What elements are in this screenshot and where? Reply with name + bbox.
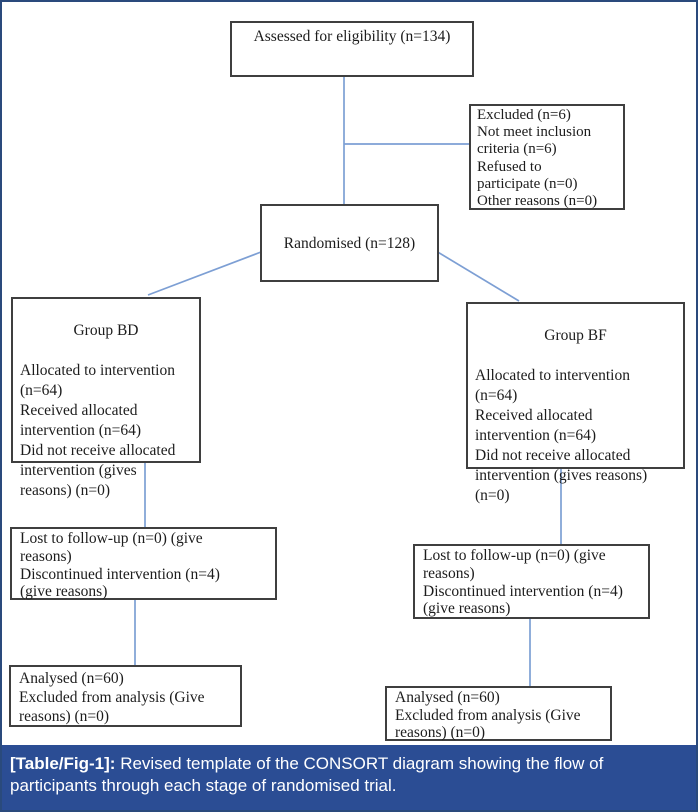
figure-caption-text: Revised template of the CONSORT diagram … (10, 754, 604, 795)
figure-caption-label: [Table/Fig-1]: (10, 754, 116, 773)
box-analysed-group-bd: Analysed (n=60) Excluded from analysis (… (9, 665, 242, 727)
box-randomised: Randomised (n=128) (260, 204, 439, 282)
group-bd-body: Allocated to intervention (n=64) Receive… (20, 362, 176, 499)
box-analysed-group-bf: Analysed (n=60) Excluded from analysis (… (385, 686, 612, 741)
box-followup-group-bd: Lost to follow-up (n=0) (give reasons) D… (10, 527, 277, 600)
group-bf-title: Group BF (544, 327, 607, 344)
group-bd-title: Group BD (73, 322, 139, 339)
box-followup-group-bf: Lost to follow-up (n=0) (give reasons) D… (413, 544, 650, 619)
connector-randomised-to-group-bd (147, 251, 262, 296)
box-group-bd-allocation: Group BD Allocated to intervention (n=64… (11, 297, 201, 499)
box-excluded: Excluded (n=6) Not meet inclusion criter… (469, 104, 625, 210)
box-assessed-for-eligibility: Assessed for eligibility (n=134) (230, 21, 474, 77)
box-group-bf-allocation: Group BF Allocated to intervention (n=64… (466, 302, 685, 504)
figure-caption-bar: [Table/Fig-1]: Revised template of the C… (2, 745, 696, 810)
connector-randomised-to-group-bf (435, 250, 520, 302)
randomised-label: Randomised (n=128) (283, 234, 416, 252)
group-bf-body: Allocated to intervention (n=64) Receive… (475, 367, 648, 504)
